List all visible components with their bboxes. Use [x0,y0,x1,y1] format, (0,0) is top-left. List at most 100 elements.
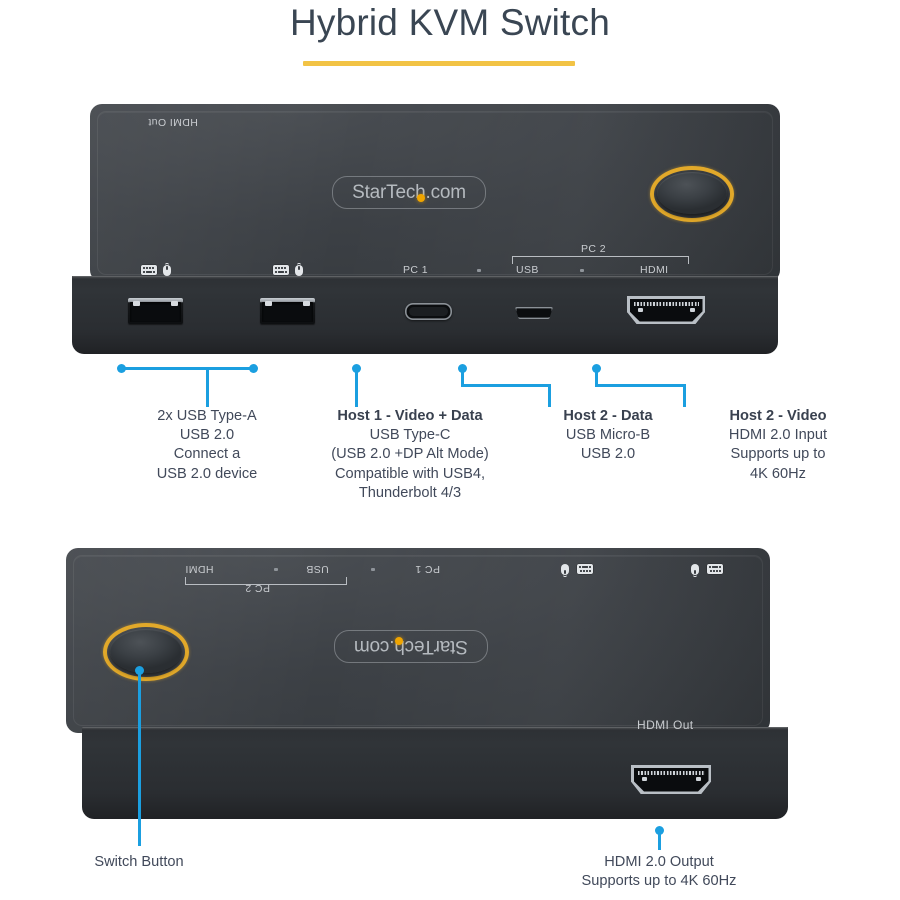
callout-host-2-data-heading: Host 2 - Data [563,408,653,424]
callout-usb-type-a: 2x USB Type-A USB 2.0 Connect a USB 2.0 … [116,407,298,484]
port-usb-type-a-1[interactable] [128,298,183,324]
callout-host-1-line-1: (USB 2.0 +DP Alt Mode) [331,446,489,463]
brand-logo-rear-text: StarTech.com [354,636,468,658]
silk-pc2-hdmi: HDMI [640,264,669,276]
leader-line-hdmi-out [658,830,661,850]
callout-host-1-video-data: Host 1 - Video + Data USB Type-C (USB 2.… [289,407,531,503]
leader-line-micro-b-v1 [461,367,464,385]
hdmi-keying-left-out [641,776,647,781]
page-title: Hybrid KVM Switch [289,2,611,43]
device-front-lip [72,276,778,279]
switch-button-rear-cap [110,629,182,673]
kvm-switch-front-view: HDMI Out StarTech.com [72,104,792,359]
brand-logo-rear-dot [395,637,403,645]
leader-line-usb-a-drop [206,367,209,407]
leader-line-micro-b-h [461,384,550,387]
callout-host-1-line-2: Compatible with USB4, [334,465,486,482]
usb-a-pin-left-1 [133,301,140,306]
callout-hdmi-output: HDMI 2.0 Output Supports up to 4K 60Hz [538,853,780,891]
leader-line-hdmi-in-h [595,384,685,387]
switch-button-top[interactable] [650,166,734,222]
leader-dot-usb-a-right [249,364,258,373]
keyboard-icon-1 [141,265,157,275]
port-hdmi-input[interactable] [627,296,705,324]
callout-host-1-heading: Host 1 - Video + Data [337,408,483,424]
switch-button-rear-ring [103,623,189,681]
callout-host-2-video: Host 2 - Video HDMI 2.0 Input Supports u… [694,407,862,484]
silk-rear-pc1: PC 1 [415,563,440,575]
hdmi-inner-in [629,298,703,322]
switch-button-rear[interactable] [103,623,189,681]
keyboard-icon-4 [577,564,593,574]
hdmi-keying-right-in [689,307,695,312]
hdmi-keying-left-in [637,307,643,312]
pc2-bracket-rear [185,577,347,585]
switch-button-ring [650,166,734,222]
silk-rear-pc2-hdmi: HDMI [185,563,214,575]
callout-switch-button: Switch Button [58,853,220,872]
leader-line-switch-button [138,670,141,846]
silk-hdmi-out-rear: HDMI Out [637,718,694,732]
callout-host-2-video-line-2: 4K 60Hz [750,465,806,482]
callout-hdmi-output-line-0: HDMI 2.0 Output [604,854,714,870]
callout-switch-button-line-0: Switch Button [94,854,184,870]
led-indicator-1 [477,269,481,272]
pc2-bracket [512,256,689,264]
title-underline-accent [303,61,575,66]
device-rear-front-lip [82,727,788,730]
usb-a-pin-left-2 [265,301,272,306]
callout-host-1-line-3: Thunderbolt 4/3 [358,484,462,501]
callout-host-2-data-line-1: USB 2.0 [580,446,636,463]
callout-host-2-video-line-0: HDMI 2.0 Input [728,427,828,444]
leader-line-usb-a-span [121,367,253,370]
usb-a-pin-right-2 [303,301,310,306]
hdmi-contacts-out [637,770,705,775]
mouse-icon-3 [691,564,699,575]
callout-host-2-data-line-0: USB Micro-B [565,427,651,444]
mouse-icon-2 [295,262,303,276]
callout-usb-type-a-line-2: Connect a [173,446,241,463]
port-usb-micro-b[interactable] [515,307,553,319]
leader-line-hdmi-in-v1 [595,367,598,385]
keyboard-icon-2 [273,265,289,275]
usb-a-cavity-1 [130,302,181,322]
callout-usb-type-a-line-1: USB 2.0 [179,427,235,444]
silk-hdmi-out-top: HDMI Out [148,116,198,128]
callout-host-2-video-line-1: Supports up to [730,446,826,463]
hdmi-inner-out [633,767,709,792]
mouse-icon-1 [163,262,171,276]
hdmi-contacts-in [633,301,699,306]
kvm-switch-rear-view: PC 1 USB HDMI PC 2 StarTech.com HDMI Out [66,548,796,823]
brand-logo-dot [417,194,425,202]
leader-line-usb-c-drop [355,367,358,407]
usb-a-pin-right-1 [171,301,178,306]
callout-hdmi-output-line-1: Supports up to 4K 60Hz [581,873,737,890]
switch-button-cap [657,172,727,214]
port-usb-type-c[interactable] [405,303,452,320]
mouse-icon-4 [561,564,569,575]
brand-logo: StarTech.com [332,176,486,209]
port-usb-type-a-2[interactable] [260,298,315,324]
led-indicator-2 [580,269,584,272]
brand-logo-rear: StarTech.com [334,630,488,663]
brand-logo-text: StarTech.com [352,181,466,203]
usb-c-tongue [409,307,448,316]
callout-host-2-video-heading: Host 2 - Video [729,408,827,424]
silk-rear-pc2: PC 2 [245,582,270,594]
leader-line-hdmi-in-v2 [683,384,686,407]
silk-rear-pc2-usb: USB [306,563,329,575]
callout-usb-type-a-line-3: USB 2.0 device [156,465,258,482]
silk-pc1: PC 1 [403,264,428,276]
usb-a-cavity-2 [262,302,313,322]
callout-usb-type-a-line-0: 2x USB Type-A [157,408,257,424]
silk-pc2: PC 2 [581,243,606,255]
led-indicator-rear-2 [274,568,278,571]
callout-host-2-data: Host 2 - Data USB Micro-B USB 2.0 [537,407,679,465]
keyboard-icon-3 [707,564,723,574]
leader-line-micro-b-v2 [548,384,551,407]
callout-host-1-line-0: USB Type-C [369,427,451,444]
port-hdmi-output[interactable] [631,765,711,794]
led-indicator-rear-1 [371,568,375,571]
hdmi-keying-right-out [695,776,701,781]
